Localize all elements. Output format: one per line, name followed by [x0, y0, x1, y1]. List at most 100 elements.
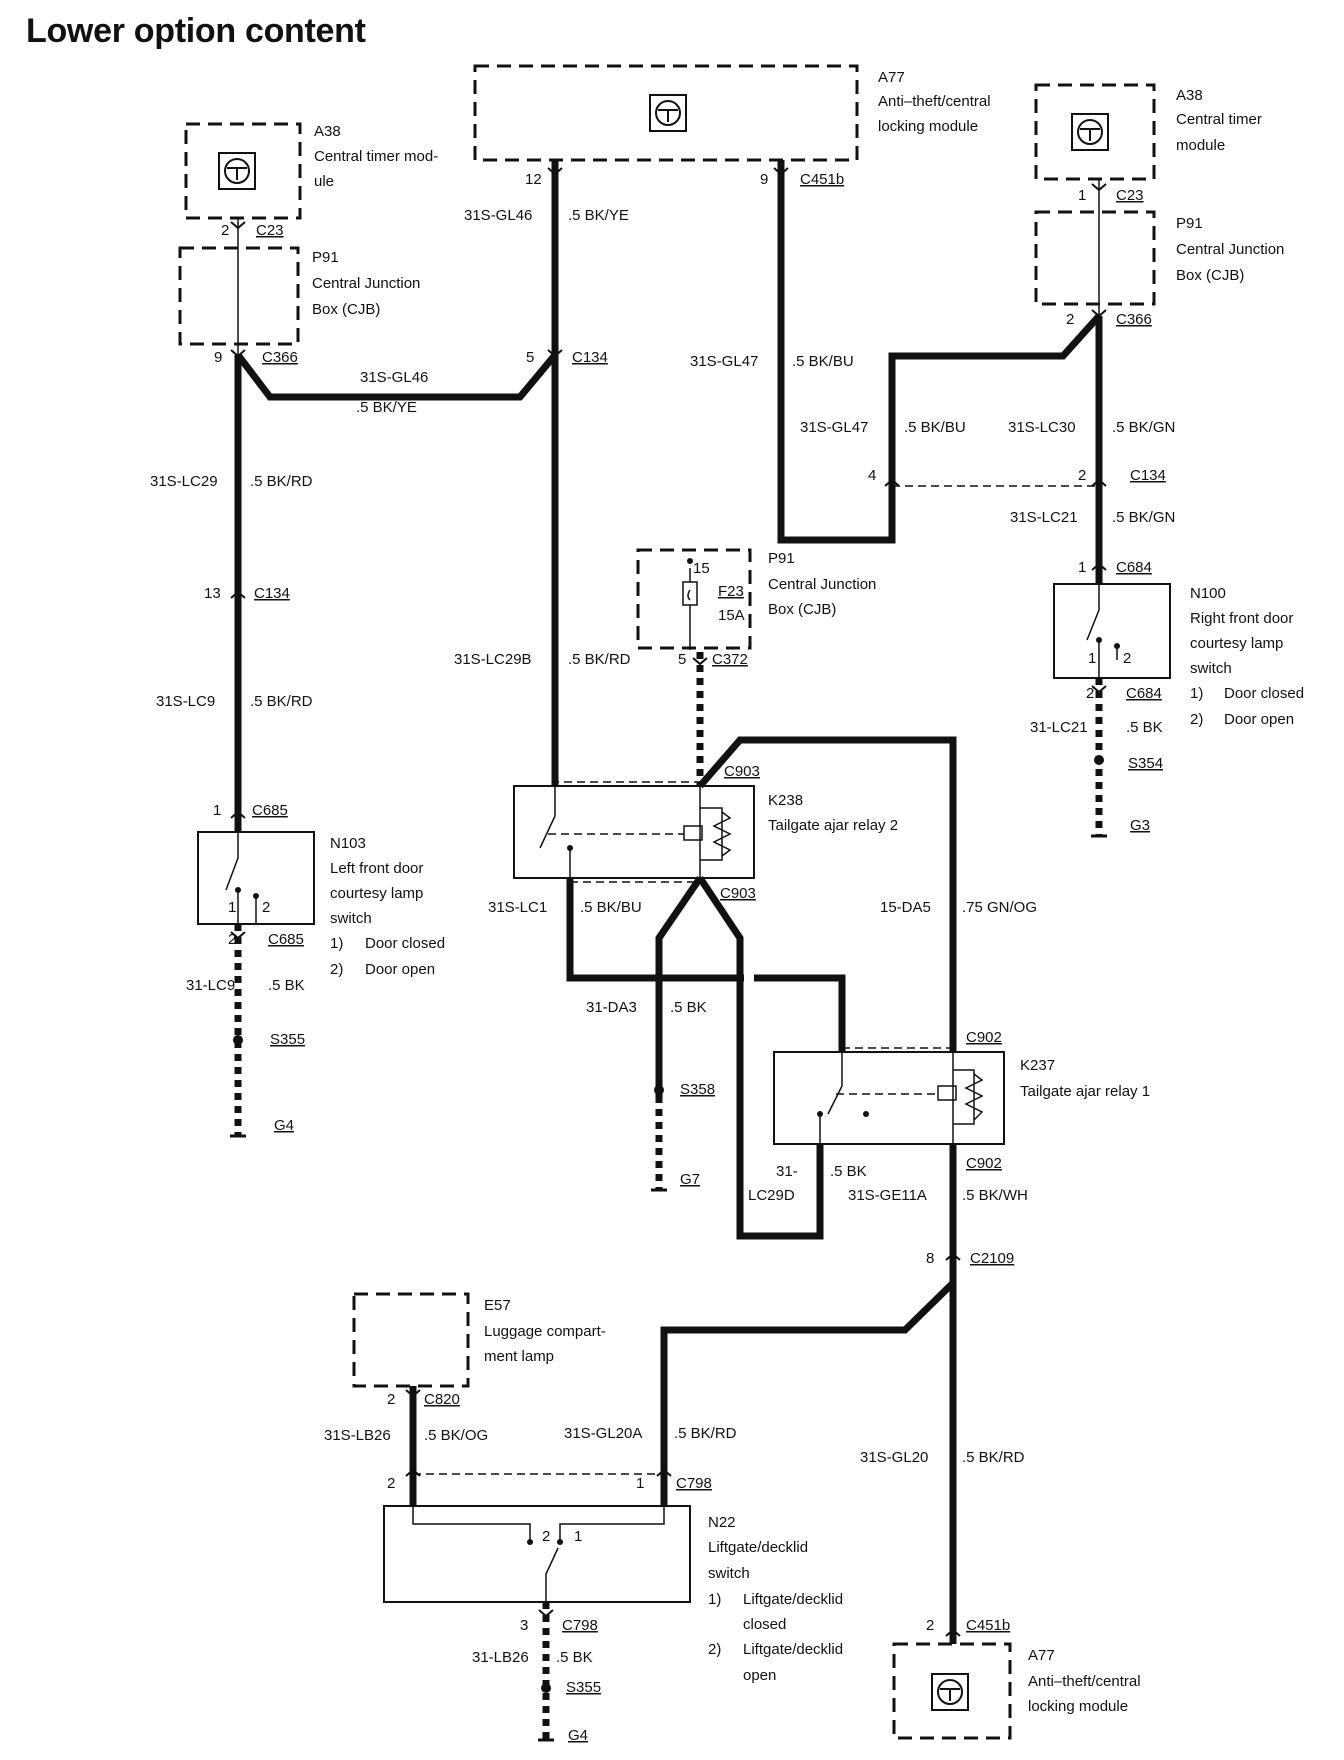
c134-r-name: C134 — [1130, 467, 1166, 484]
ge11a-spec: .5 BK/WH — [962, 1187, 1028, 1204]
k238-top-shield — [554, 781, 700, 786]
c2109-pin: 8 — [926, 1250, 934, 1267]
n100-name2: courtesy lamp — [1190, 635, 1283, 652]
k238-box — [513, 785, 755, 879]
da3-circuit: 31-DA3 — [586, 999, 637, 1016]
c23-r-pin: 1 — [1078, 187, 1086, 204]
n103-note1-num: 1) — [330, 935, 343, 952]
a38-right-id: A38 — [1176, 87, 1203, 104]
p91-mid-id: P91 — [768, 550, 795, 567]
gl46-a-circuit: 31S-GL46 — [464, 207, 532, 224]
n103-pin1: 1 — [228, 899, 236, 916]
lc29b-spec: .5 BK/RD — [568, 651, 631, 668]
c684-t-name: C684 — [1116, 559, 1152, 576]
connector-mark-icon — [230, 167, 1107, 1637]
c451b-t-name: C451b — [800, 171, 844, 188]
c134-l-pin: 13 — [204, 585, 221, 602]
p91-mid-name2: Box (CJB) — [768, 601, 836, 618]
c820-pin: 2 — [387, 1391, 395, 1408]
switch-icon — [1086, 584, 1120, 678]
p91-right-name2: Box (CJB) — [1176, 267, 1244, 284]
c451b-b-name: C451b — [966, 1617, 1010, 1634]
splice-icon — [233, 755, 1104, 1693]
lc29d-spec: .5 BK — [830, 1163, 867, 1180]
p91-mid-box — [636, 548, 752, 650]
n22-note2: Liftgate/decklid — [743, 1641, 843, 1658]
lc9-gnd-spec: .5 BK — [268, 977, 305, 994]
relay-icon — [539, 786, 732, 878]
s358: S358 — [680, 1081, 715, 1098]
gl20a-spec: .5 BK/RD — [674, 1425, 737, 1442]
a38-left-name: Central timer mod- — [314, 148, 438, 165]
wire-gl46 — [235, 160, 559, 401]
c134-r2-pin: 2 — [1078, 467, 1086, 484]
k237-name: Tailgate ajar relay 1 — [1020, 1083, 1150, 1100]
lc29-spec: .5 BK/RD — [250, 473, 313, 490]
lc9-gnd-circuit: 31-LC9 — [186, 977, 235, 994]
lb26-gnd-circuit: 31-LB26 — [472, 1649, 529, 1666]
c902-b-name: C902 — [966, 1155, 1002, 1172]
lc21-spec: .5 BK/GN — [1112, 509, 1175, 526]
c798-b-name: C798 — [562, 1617, 598, 1634]
a38-right-name: Central timer — [1176, 111, 1262, 128]
c684-b-name: C684 — [1126, 685, 1162, 702]
wire-lc29d — [697, 876, 824, 1240]
c902-t-name: C902 — [966, 1029, 1002, 1046]
n103-note2: Door open — [365, 961, 435, 978]
wire-gl47 — [777, 160, 1102, 544]
c23-l-name: C23 — [256, 222, 284, 239]
n100-note2-num: 2) — [1190, 711, 1203, 728]
n22-note2-num: 2) — [708, 1641, 721, 1658]
c685-t-name: C685 — [252, 802, 288, 819]
gl47-b-spec: .5 BK/BU — [904, 419, 966, 436]
gl20a-circuit: 31S-GL20A — [564, 1425, 642, 1442]
switch-icon — [225, 832, 259, 924]
n22-name: Liftgate/decklid — [708, 1539, 808, 1556]
relay-icon — [817, 1052, 984, 1144]
n22-box — [383, 1505, 691, 1603]
lc29-circuit: 31S-LC29 — [150, 473, 218, 490]
k238-name: Tailgate ajar relay 2 — [768, 817, 898, 834]
a77-top-name: Anti–theft/central — [878, 93, 991, 110]
k237-id: K237 — [1020, 1057, 1055, 1074]
wire-da3 — [655, 876, 703, 1096]
wire-lc1-a — [566, 878, 744, 982]
n22-note1-num: 1) — [708, 1591, 721, 1608]
c134-l-name: C134 — [254, 585, 290, 602]
c798-2-pin: 2 — [387, 1475, 395, 1492]
a38-left-id: A38 — [314, 123, 341, 140]
n103-id: N103 — [330, 835, 366, 852]
n100-name3: switch — [1190, 660, 1232, 677]
s355-l: S355 — [270, 1031, 305, 1048]
lc29d-circuit2: LC29D — [748, 1187, 795, 1204]
c366-l-name: C366 — [262, 349, 298, 366]
a38-left-name2: ule — [314, 173, 334, 190]
da5-spec: .75 GN/OG — [962, 899, 1037, 916]
n103-note1: Door closed — [365, 935, 445, 952]
p91-left-name: Central Junction — [312, 275, 420, 292]
n100-box — [1053, 583, 1171, 679]
a77-bottom-name: Anti–theft/central — [1028, 1673, 1141, 1690]
gl46-a-spec: .5 BK/YE — [568, 207, 629, 224]
module-symbol-icon — [1071, 113, 1109, 151]
a38-right-box — [1034, 83, 1156, 181]
c820-name: C820 — [424, 1391, 460, 1408]
wire-da5 — [697, 736, 957, 1052]
k238-id: K238 — [768, 792, 803, 809]
n22-note2b: open — [743, 1667, 776, 1684]
c684-t-pin: 1 — [1078, 559, 1086, 576]
p91-left-box — [178, 246, 300, 346]
p91-right-box — [1034, 210, 1156, 306]
lc9-spec: .5 BK/RD — [250, 693, 313, 710]
gl20-spec: .5 BK/RD — [962, 1449, 1025, 1466]
a77-bottom-id: A77 — [1028, 1647, 1055, 1664]
g7: G7 — [680, 1171, 700, 1188]
module-symbol-icon — [931, 1673, 969, 1711]
gl47-a-circuit: 31S-GL47 — [690, 353, 758, 370]
ge11a-circuit: 31S-GE11A — [848, 1187, 927, 1204]
lc30-spec: .5 BK/GN — [1112, 419, 1175, 436]
n22-name2: switch — [708, 1565, 750, 1582]
gl47-a-spec: .5 BK/BU — [792, 353, 854, 370]
lc9-circuit: 31S-LC9 — [156, 693, 215, 710]
